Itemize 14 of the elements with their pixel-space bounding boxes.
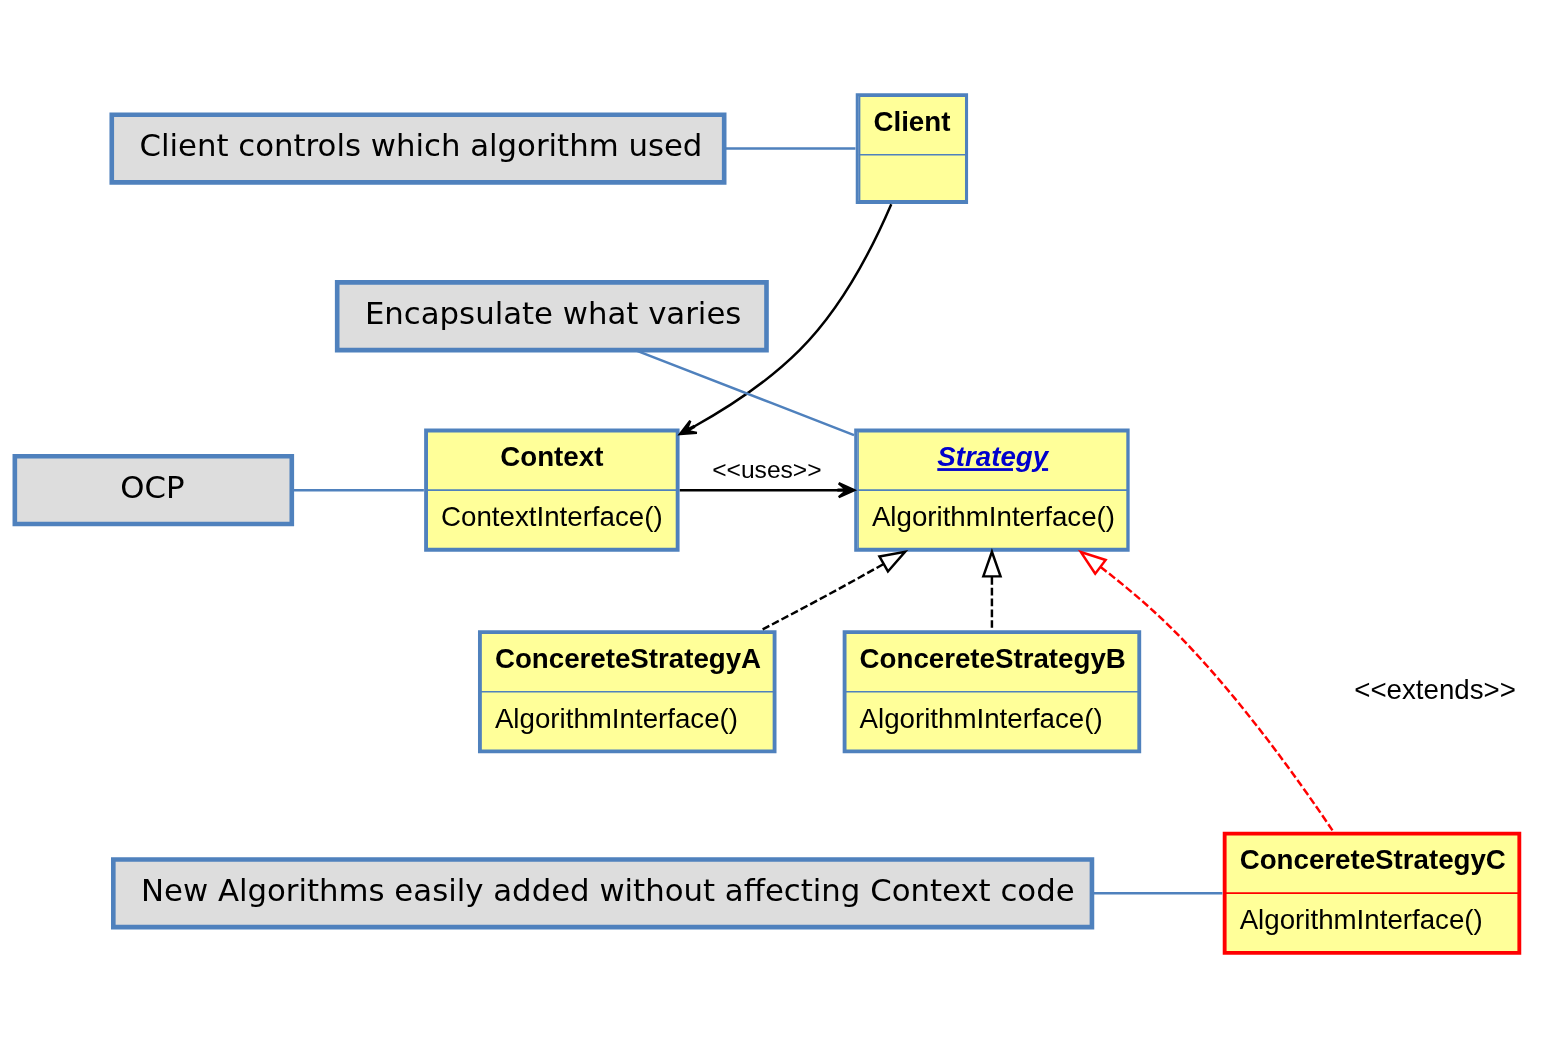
connector [724, 146, 856, 150]
edge-label: <<uses>> [712, 455, 822, 483]
connector [291, 488, 424, 491]
label: <<extends>> [1354, 672, 1516, 704]
node-box: New Algorithms easily added without affecting Context code [111, 856, 1095, 929]
arrow [981, 547, 1003, 630]
connector [1092, 891, 1223, 895]
arrow [760, 549, 909, 631]
arrow [1077, 549, 1335, 832]
node-box: OCP [12, 453, 295, 526]
arrow [678, 203, 893, 435]
arrow [679, 481, 856, 498]
node-box: Client controls which algorithm used [109, 111, 727, 185]
node-box: Encapsulate what varies [334, 279, 769, 352]
